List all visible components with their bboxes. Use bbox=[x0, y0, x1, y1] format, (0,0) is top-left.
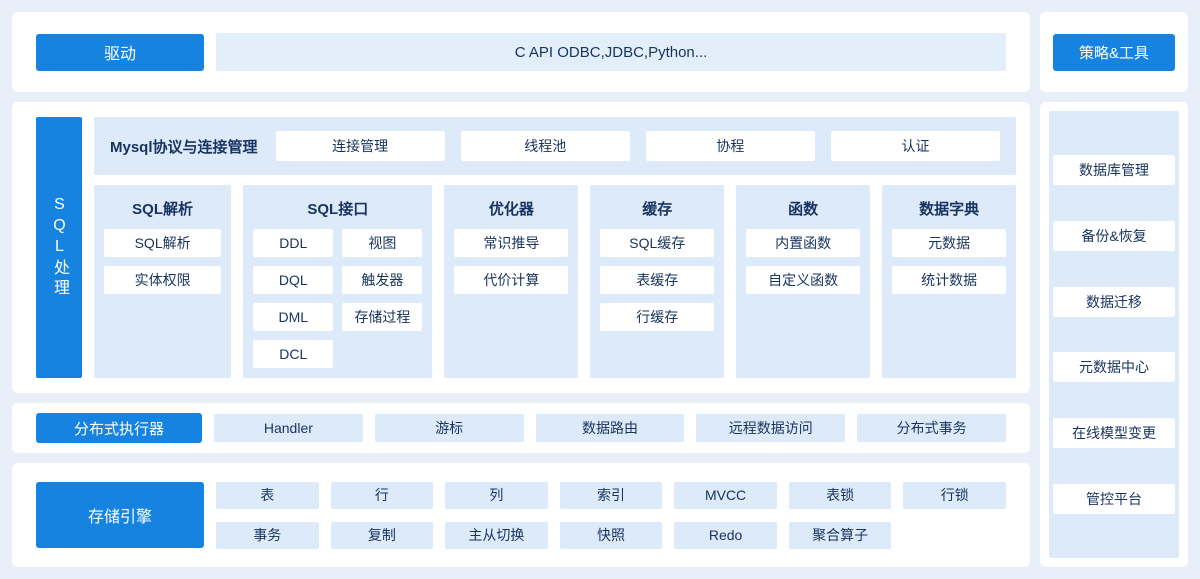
storage-item: 复制 bbox=[330, 521, 434, 549]
tools-button[interactable]: 策略&工具 bbox=[1053, 33, 1175, 71]
protocol-title: Mysql协议与连接管理 bbox=[110, 138, 258, 156]
sql-processing-label[interactable]: SQL处理 bbox=[36, 117, 82, 378]
executor-item: 分布式事务 bbox=[857, 414, 1006, 442]
column-item: 行缓存 bbox=[600, 303, 715, 331]
column-title: SQL解析 bbox=[132, 201, 194, 218]
executor-item: Handler bbox=[214, 414, 363, 442]
tools-item: 管控平台 bbox=[1053, 484, 1175, 515]
column-item: DQL bbox=[253, 266, 334, 294]
column-title: 数据字典 bbox=[919, 201, 980, 218]
storage-item: 索引 bbox=[559, 481, 663, 509]
column-item: 代价计算 bbox=[454, 266, 569, 294]
storage-item: 列 bbox=[445, 481, 548, 509]
column-sql-interface: SQL接口 DDL 视图 DQL 触发器 DML 存储过程 DCL bbox=[243, 185, 433, 378]
tools-item: 数据库管理 bbox=[1053, 154, 1175, 185]
right-column: 策略&工具 数据库管理 备份&恢复 数据迁移 元数据中心 在线模型变更 管控平台 bbox=[1040, 12, 1188, 567]
executor-item: 远程数据访问 bbox=[696, 414, 846, 442]
protocol-item: 认证 bbox=[830, 131, 1001, 161]
column-item: 触发器 bbox=[342, 266, 423, 294]
column-item: SQL缓存 bbox=[600, 229, 715, 257]
protocol-section: Mysql协议与连接管理 连接管理 线程池 协程 认证 bbox=[94, 117, 1016, 175]
executor-panel: 分布式执行器 Handler 游标 数据路由 远程数据访问 分布式事务 bbox=[12, 403, 1030, 453]
column-optimizer: 优化器 常识推导 代价计算 bbox=[444, 185, 579, 378]
tools-panel: 数据库管理 备份&恢复 数据迁移 元数据中心 在线模型变更 管控平台 bbox=[1040, 102, 1188, 567]
storage-item: 事务 bbox=[216, 521, 319, 549]
column-item: DCL bbox=[253, 340, 334, 368]
left-column: 驱动 C API ODBC,JDBC,Python... SQL处理 Mysql… bbox=[12, 12, 1030, 567]
storage-item: 行 bbox=[330, 481, 434, 509]
storage-item: Redo bbox=[674, 521, 777, 549]
column-functions: 函数 内置函数 自定义函数 bbox=[736, 185, 871, 378]
storage-item: 表 bbox=[216, 481, 319, 509]
column-sql-parse: SQL解析 SQL解析 实体权限 bbox=[94, 185, 232, 378]
sql-processing-panel: SQL处理 Mysql协议与连接管理 连接管理 线程池 协程 认证 SQL解析 … bbox=[12, 102, 1030, 393]
storage-item: MVCC bbox=[674, 481, 777, 509]
protocol-item: 协程 bbox=[645, 131, 815, 161]
column-item: 自定义函数 bbox=[746, 266, 861, 294]
protocol-item: 连接管理 bbox=[275, 131, 445, 161]
driver-button[interactable]: 驱动 bbox=[36, 33, 204, 71]
executor-item: 游标 bbox=[374, 414, 524, 442]
column-item: 元数据 bbox=[892, 229, 1007, 257]
column-item: 视图 bbox=[342, 229, 423, 257]
tools-item: 在线模型变更 bbox=[1053, 418, 1175, 449]
column-item: 统计数据 bbox=[892, 266, 1007, 294]
driver-api-bar: C API ODBC,JDBC,Python... bbox=[216, 33, 1006, 71]
sql-interface-grid: DDL 视图 DQL 触发器 DML 存储过程 DCL bbox=[253, 229, 423, 368]
executor-button[interactable]: 分布式执行器 bbox=[36, 413, 202, 443]
column-item: DML bbox=[253, 303, 334, 331]
storage-item: 聚合算子 bbox=[788, 521, 892, 549]
storage-panel: 存储引擎 表 行 列 索引 MVCC 表锁 行锁 事务 复制 主从切换 快照 R… bbox=[12, 463, 1030, 567]
storage-item: 行锁 bbox=[903, 481, 1006, 509]
tools-item: 备份&恢复 bbox=[1053, 220, 1175, 251]
column-item: SQL解析 bbox=[104, 229, 222, 257]
sql-columns: SQL解析 SQL解析 实体权限 SQL接口 DDL 视图 DQL 触发器 DM… bbox=[94, 185, 1017, 378]
tools-list: 数据库管理 备份&恢复 数据迁移 元数据中心 在线模型变更 管控平台 bbox=[1049, 111, 1179, 558]
storage-grid: 表 行 列 索引 MVCC 表锁 行锁 事务 复制 主从切换 快照 Redo 聚… bbox=[216, 481, 1006, 549]
column-item: 常识推导 bbox=[454, 229, 569, 257]
column-cache: 缓存 SQL缓存 表缓存 行缓存 bbox=[590, 185, 725, 378]
column-item: 表缓存 bbox=[600, 266, 715, 294]
column-title: 缓存 bbox=[642, 201, 673, 218]
column-item: 存储过程 bbox=[342, 303, 423, 331]
column-title: SQL接口 bbox=[307, 201, 369, 218]
column-title: 优化器 bbox=[488, 201, 534, 218]
driver-panel: 驱动 C API ODBC,JDBC,Python... bbox=[12, 12, 1030, 92]
storage-item: 表锁 bbox=[788, 481, 892, 509]
column-item: 内置函数 bbox=[746, 229, 861, 257]
storage-item: 快照 bbox=[559, 521, 663, 549]
executor-item: 数据路由 bbox=[535, 414, 685, 442]
storage-engine-button[interactable]: 存储引擎 bbox=[36, 482, 204, 548]
protocol-item: 线程池 bbox=[460, 131, 630, 161]
column-data-dictionary: 数据字典 元数据 统计数据 bbox=[882, 185, 1017, 378]
storage-item: 主从切换 bbox=[445, 521, 548, 549]
tools-header-panel: 策略&工具 bbox=[1040, 12, 1188, 92]
column-item: DDL bbox=[253, 229, 334, 257]
column-title: 函数 bbox=[788, 201, 819, 218]
sql-processing-content: Mysql协议与连接管理 连接管理 线程池 协程 认证 SQL解析 SQL解析 … bbox=[94, 117, 1017, 378]
tools-item: 元数据中心 bbox=[1053, 352, 1175, 383]
tools-item: 数据迁移 bbox=[1053, 286, 1175, 317]
column-item: 实体权限 bbox=[104, 266, 222, 294]
